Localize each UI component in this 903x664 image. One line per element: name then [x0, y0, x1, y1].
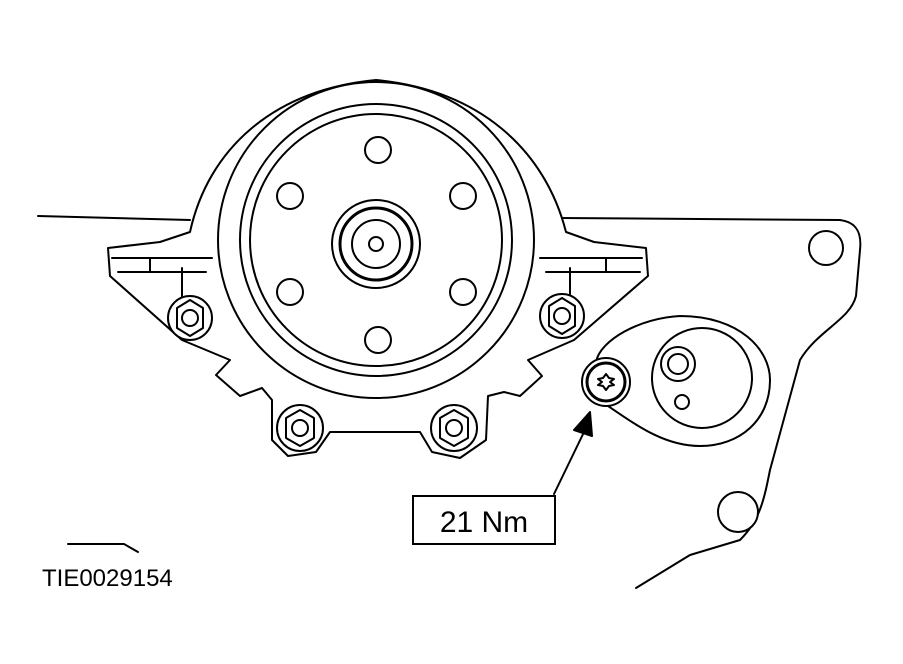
torque-value: 21 Nm [440, 506, 528, 539]
figure-id: TIE0029154 [42, 565, 173, 592]
flange-hole [449, 182, 477, 210]
hex-nut [167, 295, 213, 341]
flange-hole [364, 326, 392, 354]
hex-nut [276, 404, 324, 452]
water-pump [107, 79, 649, 459]
mounting-hole [808, 230, 844, 266]
hex-nut [539, 293, 585, 339]
flange-hole [276, 182, 304, 210]
hex-nut [430, 404, 478, 452]
figure-id-block: TIE0029154 [42, 543, 173, 592]
flange-hole [449, 278, 477, 306]
engine-block-outline [37, 215, 862, 589]
mounting-hole [717, 491, 759, 533]
flange-hole [276, 278, 304, 306]
torx-bolt [581, 357, 631, 407]
torque-callout-arrow [553, 411, 593, 495]
idler-bracket [581, 315, 771, 447]
torque-callout-box: 21 Nm [412, 495, 556, 545]
shaft-center [368, 236, 384, 252]
flange-nuts [167, 293, 585, 452]
flange-hole [364, 136, 392, 164]
